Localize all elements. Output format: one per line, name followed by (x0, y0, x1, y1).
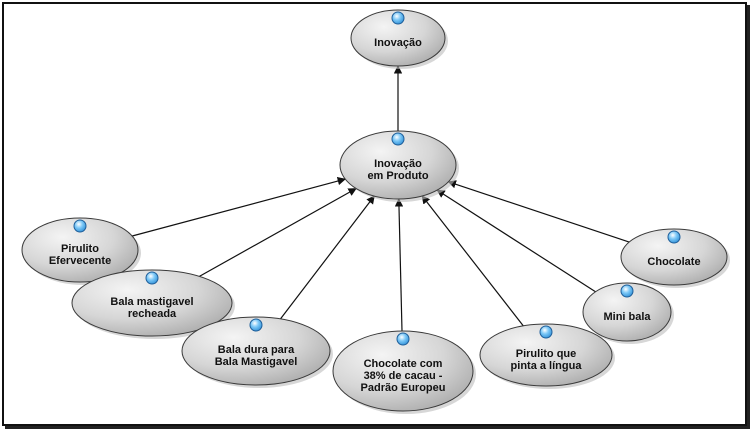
arrow-leaf-2-to-hub (280, 195, 375, 320)
use-case-marker-icon (396, 332, 410, 346)
use-case-ellipse (71, 269, 233, 337)
use-case-marker-icon (620, 284, 634, 298)
use-case-ellipse (350, 9, 446, 67)
use-case-marker-icon (391, 11, 405, 25)
use-case-ellipse (181, 316, 331, 386)
node-mini-bala[interactable]: Mini bala (582, 282, 674, 344)
use-case-label: Bala dura para (218, 344, 295, 356)
use-case-ellipse (21, 217, 139, 283)
use-case-label: Efervecente (49, 255, 111, 267)
arrow-leaf-0-to-hub (132, 176, 347, 237)
use-case-marker-icon (391, 132, 405, 146)
use-case-label: Pirulito que (516, 348, 577, 360)
use-case-ellipse (620, 228, 728, 286)
arrow-leaf-4-to-hub (421, 195, 524, 327)
use-case-label: Padrão Europeu (361, 382, 446, 394)
use-case-label: Bala mastigavel (110, 296, 193, 308)
node-inovacao[interactable]: Inovação (350, 9, 448, 69)
use-case-label: Inovação (374, 158, 422, 170)
use-case-ellipse (479, 323, 613, 387)
use-case-label: 38% de cacau - (364, 370, 443, 382)
arrow-leaf-5-to-hub (436, 189, 596, 293)
diagram-frame (2, 2, 747, 426)
use-case-label: recheada (128, 308, 177, 320)
use-case-ellipse (339, 130, 457, 200)
use-case-label: Mini bala (603, 311, 651, 323)
use-case-label: Pirulito (61, 243, 99, 255)
use-case-label: pinta a língua (511, 360, 583, 372)
use-case-marker-icon (539, 325, 553, 339)
use-case-ellipse (582, 282, 672, 342)
use-case-marker-icon (73, 219, 87, 233)
use-case-ellipse (332, 330, 474, 412)
use-case-label: Chocolate (647, 256, 700, 268)
use-case-label: Chocolate com (364, 358, 443, 370)
use-case-label: em Produto (367, 170, 428, 182)
use-case-label: Inovação (374, 37, 422, 49)
arrow-leaf-6-to-hub (447, 180, 630, 243)
use-case-marker-icon (145, 271, 159, 285)
use-case-label: Bala Mastigavel (215, 356, 298, 368)
use-case-marker-icon (667, 230, 681, 244)
connectors (132, 65, 630, 332)
arrow-leaf-3-to-hub (394, 198, 404, 332)
arrow-leaf-1-to-hub (199, 187, 357, 277)
use-case-marker-icon (249, 318, 263, 332)
node-chocolate[interactable]: Chocolate (620, 228, 730, 288)
